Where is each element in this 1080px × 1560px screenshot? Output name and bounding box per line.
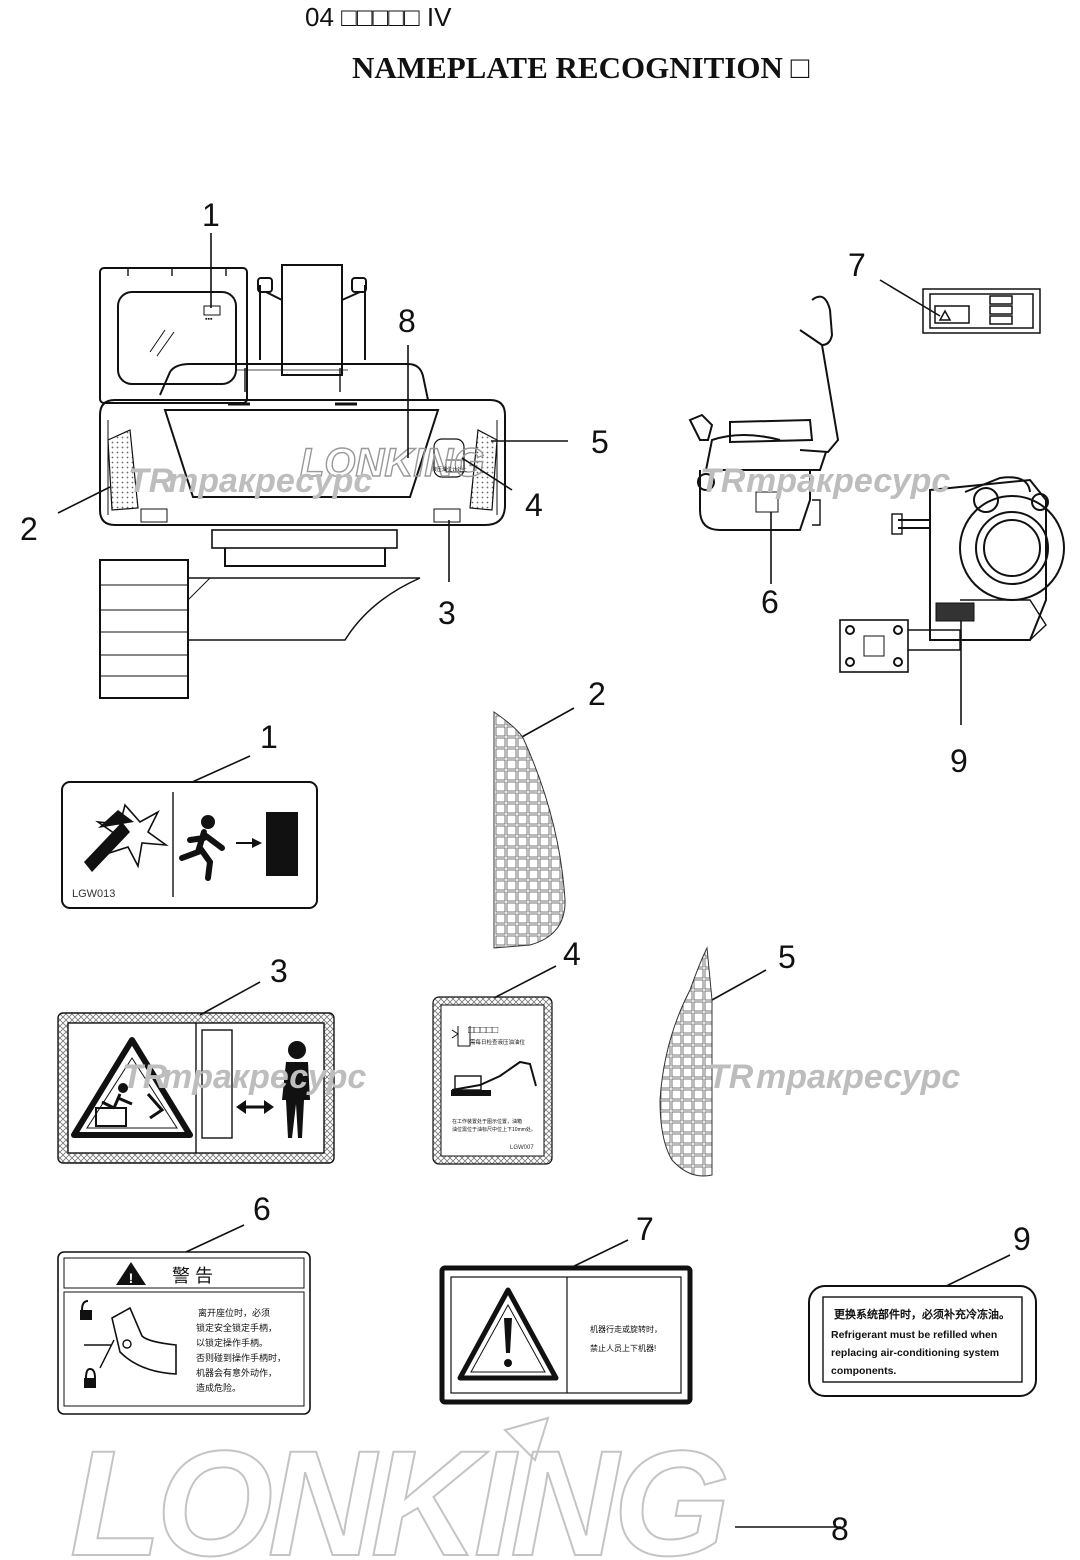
callout-5-top: 5: [591, 424, 609, 460]
callout-4: 4: [563, 936, 581, 972]
label-4-line1: 需每日检查液压油油位: [470, 1038, 526, 1046]
watermark-2: тракресурс: [746, 462, 950, 500]
label-6-line6: 造成危险。: [196, 1382, 241, 1393]
callout-7: 7: [636, 1211, 654, 1247]
label-4: □□□□□ 需每日检查液压油油位 在工作装置处于图示位置，油箱 油位需位于油标尺…: [432, 965, 557, 1165]
label-7-location: [922, 288, 1041, 334]
air-conditioning-unit-view: [839, 476, 1065, 673]
label-5: [659, 946, 767, 1177]
callout-8-top: 8: [398, 303, 416, 339]
label-6-line4: 否则碰到操作手柄时，: [196, 1352, 286, 1363]
watermark-tr-3: TR: [122, 1058, 168, 1096]
logo-on-body: LONKING: [300, 441, 484, 485]
label-8: LONKING: [69, 1416, 731, 1560]
label-9: 更换系统部件时，必须补充冷冻油。 Refrigerant must be ref…: [808, 1254, 1037, 1397]
label-6-line2: 锁定安全锁定手柄，: [196, 1322, 277, 1333]
page-title-line1: 04 □□□□□ IV: [305, 2, 452, 32]
leader-lines: [57, 233, 962, 1528]
callout-8: 8: [831, 1511, 849, 1547]
label-4-line2: 在工作装置处于图示位置，油箱: [452, 1118, 522, 1125]
callout-2: 2: [588, 676, 606, 712]
label-6-line5: 机器会有意外动作，: [196, 1367, 277, 1378]
label-9-en1: Refrigerant must be refilled when: [831, 1329, 997, 1341]
label-9-cn: 更换系统部件时，必须补充冷冻油。: [834, 1307, 1010, 1321]
label-4-small-text: 液压油位计处上: [432, 466, 467, 473]
watermarks: TR тракресурс TR тракресурс TR тракресур…: [122, 462, 960, 1096]
callout-2-top: 2: [20, 511, 38, 547]
label-4-header: □□□□□: [468, 1025, 498, 1036]
callout-9-top: 9: [950, 743, 968, 779]
label-6-exclaim: !: [129, 1270, 134, 1286]
label-6: ! 警 告 离开座位时，必须 锁定安全锁定手柄， 以锁定操作手柄。 否则碰到操作…: [57, 1224, 311, 1415]
label-9-en2: replacing air-conditioning system: [831, 1347, 999, 1359]
watermark-tr-1: TR: [128, 462, 174, 500]
callout-3-top: 3: [438, 595, 456, 631]
label-4-code: LGW007: [510, 1145, 534, 1151]
callout-4-top: 4: [525, 487, 543, 523]
page-title-line2: NAMEPLATE RECOGNITION □: [352, 50, 810, 85]
label-6-title: 警 告: [172, 1266, 213, 1286]
callout-6: 6: [253, 1191, 271, 1227]
callout-9: 9: [1013, 1221, 1031, 1257]
callout-3: 3: [270, 953, 288, 989]
plate-mark: ▪▪▪: [205, 316, 213, 323]
excavator-rear-view: [99, 264, 506, 699]
callout-6-top: 6: [761, 584, 779, 620]
callout-1: 1: [260, 719, 278, 755]
callout-7-top: 7: [848, 247, 866, 283]
label-7: 机器行走或旋转时， 禁止人员上下机器!: [439, 1239, 693, 1405]
callout-1-top: 1: [202, 197, 220, 233]
watermark-tr-4: TR: [708, 1058, 754, 1096]
lonking-logo: LONKING: [70, 1419, 730, 1560]
label-4-line3: 油位需位于油标尺中位上下10mm处。: [452, 1126, 536, 1133]
label-3: [57, 981, 335, 1164]
operator-seat-view: [688, 295, 840, 531]
watermark-tr-2: TR: [700, 462, 746, 500]
label-7-line1: 机器行走或旋转时，: [590, 1324, 662, 1334]
label-6-line1: 离开座位时，必须: [198, 1307, 270, 1318]
label-2: [493, 707, 575, 949]
callout-numbers: 1 8 5 4 2 3 7 6 9 1 2 3 4 5 6 7 8 9: [20, 197, 1031, 1547]
watermark-1: тракресурс: [168, 462, 372, 500]
label-9-en3: components.: [831, 1365, 896, 1377]
label-6-line3: 以锁定操作手柄。: [196, 1337, 268, 1348]
callout-5: 5: [778, 939, 796, 975]
label-1-code: LGW013: [72, 888, 115, 900]
watermark-4: тракресурс: [756, 1058, 960, 1096]
label-7-line2: 禁止人员上下机器!: [590, 1343, 656, 1353]
label-1: LGW013: [61, 755, 318, 909]
watermark-3: тракресурс: [162, 1058, 366, 1096]
